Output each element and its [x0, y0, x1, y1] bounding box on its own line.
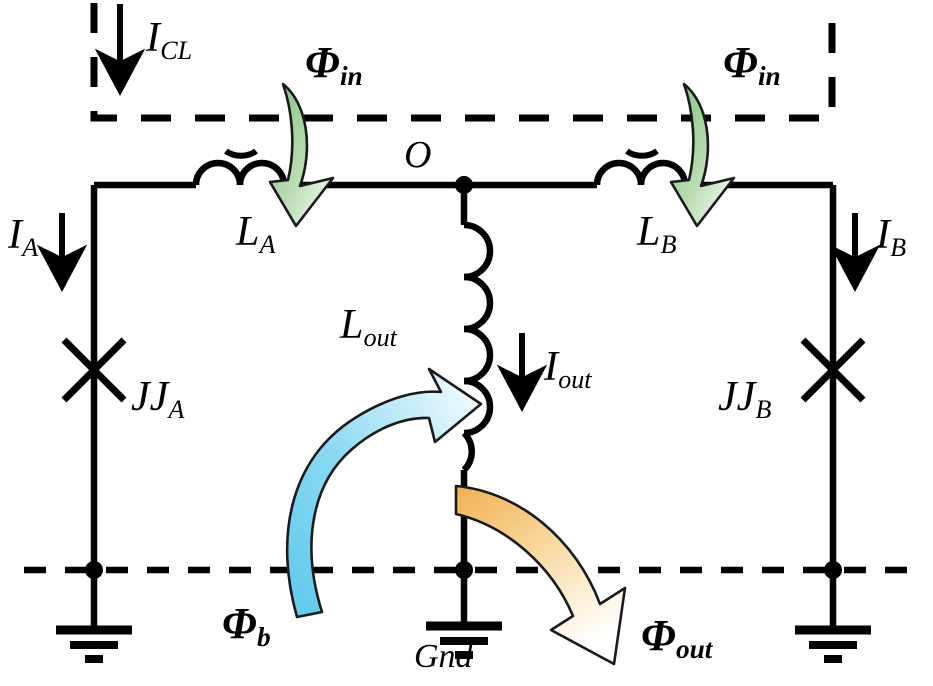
ground-symbol-center: [426, 621, 502, 659]
inductor-tick-marks: [224, 148, 659, 159]
ground-symbol-left: [56, 625, 132, 663]
label-inductor-b: LB: [637, 209, 677, 259]
label-current-out: Iout: [544, 344, 592, 394]
label-ground: Gnd: [414, 638, 473, 675]
label-inductor-a: LA: [236, 209, 276, 259]
josephson-junction-b-symbol: [800, 337, 866, 403]
label-current-b: IB: [876, 212, 907, 262]
flux-in-arrow-right: [669, 82, 736, 228]
label-junction-a: JJA: [131, 374, 185, 424]
ground-symbol-right: [795, 625, 871, 663]
label-junction-b: JJB: [718, 374, 772, 424]
label-flux-bias: Φb: [222, 599, 271, 653]
label-inductor-out: Lout: [340, 302, 397, 352]
josephson-junction-a-symbol: [61, 337, 127, 403]
node-dot-center-ground: [455, 561, 473, 579]
circuit-node-dots: [85, 176, 842, 579]
flux-in-arrow-left: [268, 82, 335, 228]
label-flux-in-left: Φin: [305, 38, 363, 92]
label-flux-in-right: Φin: [723, 38, 781, 92]
label-control-current: ICL: [146, 15, 193, 65]
node-dot-o: [455, 176, 473, 194]
node-dot-right-ground: [824, 561, 842, 579]
flux-bias-arrow: [285, 367, 483, 619]
label-current-a: IA: [8, 212, 39, 262]
label-node-o: O: [404, 134, 432, 176]
label-flux-out: Φout: [641, 611, 713, 665]
node-dot-left-ground: [85, 561, 103, 579]
flux-out-arrow: [454, 484, 627, 666]
control-line-box: [90, 3, 836, 122]
